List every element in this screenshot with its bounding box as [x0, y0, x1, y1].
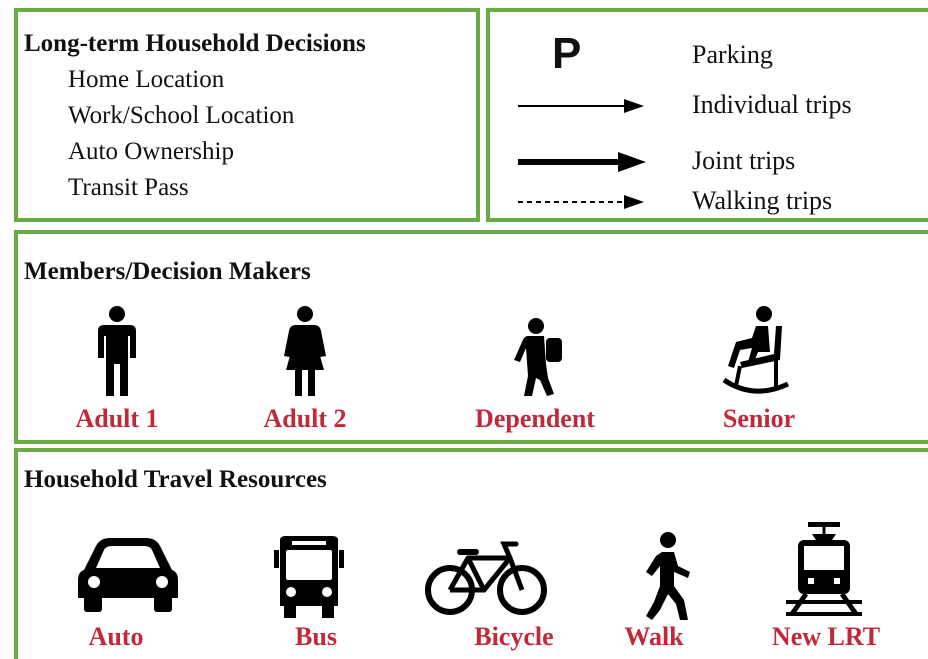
- resource-label-walk: Walk: [624, 622, 684, 651]
- resource-label-auto: Auto: [88, 622, 144, 651]
- legend-joint-label: Joint trips: [692, 146, 796, 175]
- walking-person-icon: [646, 532, 690, 620]
- resources-panel: Household Travel Resources Auto Bus Bicy…: [14, 448, 928, 659]
- decision-work-school-location: Work/School Location: [68, 102, 295, 129]
- adult-man-icon: [98, 306, 136, 396]
- legend-parking-label: Parking: [692, 40, 773, 69]
- decisions-title: Long-term Household Decisions: [24, 30, 366, 57]
- car-icon: [78, 538, 178, 612]
- member-label-adult-2: Adult 2: [263, 404, 347, 433]
- resources-title: Household Travel Resources: [24, 466, 327, 493]
- bus-icon: [274, 536, 344, 618]
- parking-icon: P: [552, 29, 582, 78]
- resource-label-bicycle: Bicycle: [474, 622, 554, 651]
- legend-individual-label: Individual trips: [692, 90, 852, 119]
- bicycle-icon: [425, 541, 547, 615]
- member-label-adult-1: Adult 1: [75, 404, 159, 433]
- legend-walking-label: Walking trips: [692, 186, 833, 215]
- resource-label-new-lrt: New LRT: [771, 622, 881, 651]
- decision-auto-ownership: Auto Ownership: [68, 138, 234, 165]
- child-backpack-icon: [514, 318, 562, 396]
- member-label-senior: Senior: [722, 404, 796, 433]
- walking-trip-arrow-icon: [518, 195, 644, 209]
- adult-woman-icon: [284, 306, 326, 396]
- members-panel: Members/Decision Makers Adult 1 Adult 2 …: [14, 230, 928, 444]
- resource-label-bus: Bus: [295, 622, 337, 651]
- members-title: Members/Decision Makers: [24, 258, 311, 285]
- joint-trip-arrow-icon: [518, 152, 646, 172]
- individual-trip-arrow-icon: [518, 99, 644, 113]
- member-label-dependent: Dependent: [475, 404, 595, 433]
- senior-rocking-chair-icon: [722, 306, 790, 394]
- light-rail-train-icon: [786, 522, 862, 616]
- decisions-panel: Long-term Household Decisions Home Locat…: [14, 8, 480, 222]
- legend-panel: P Parking Individual trips Joint trips W…: [486, 8, 928, 222]
- decision-transit-pass: Transit Pass: [68, 174, 189, 201]
- decision-home-location: Home Location: [68, 66, 225, 93]
